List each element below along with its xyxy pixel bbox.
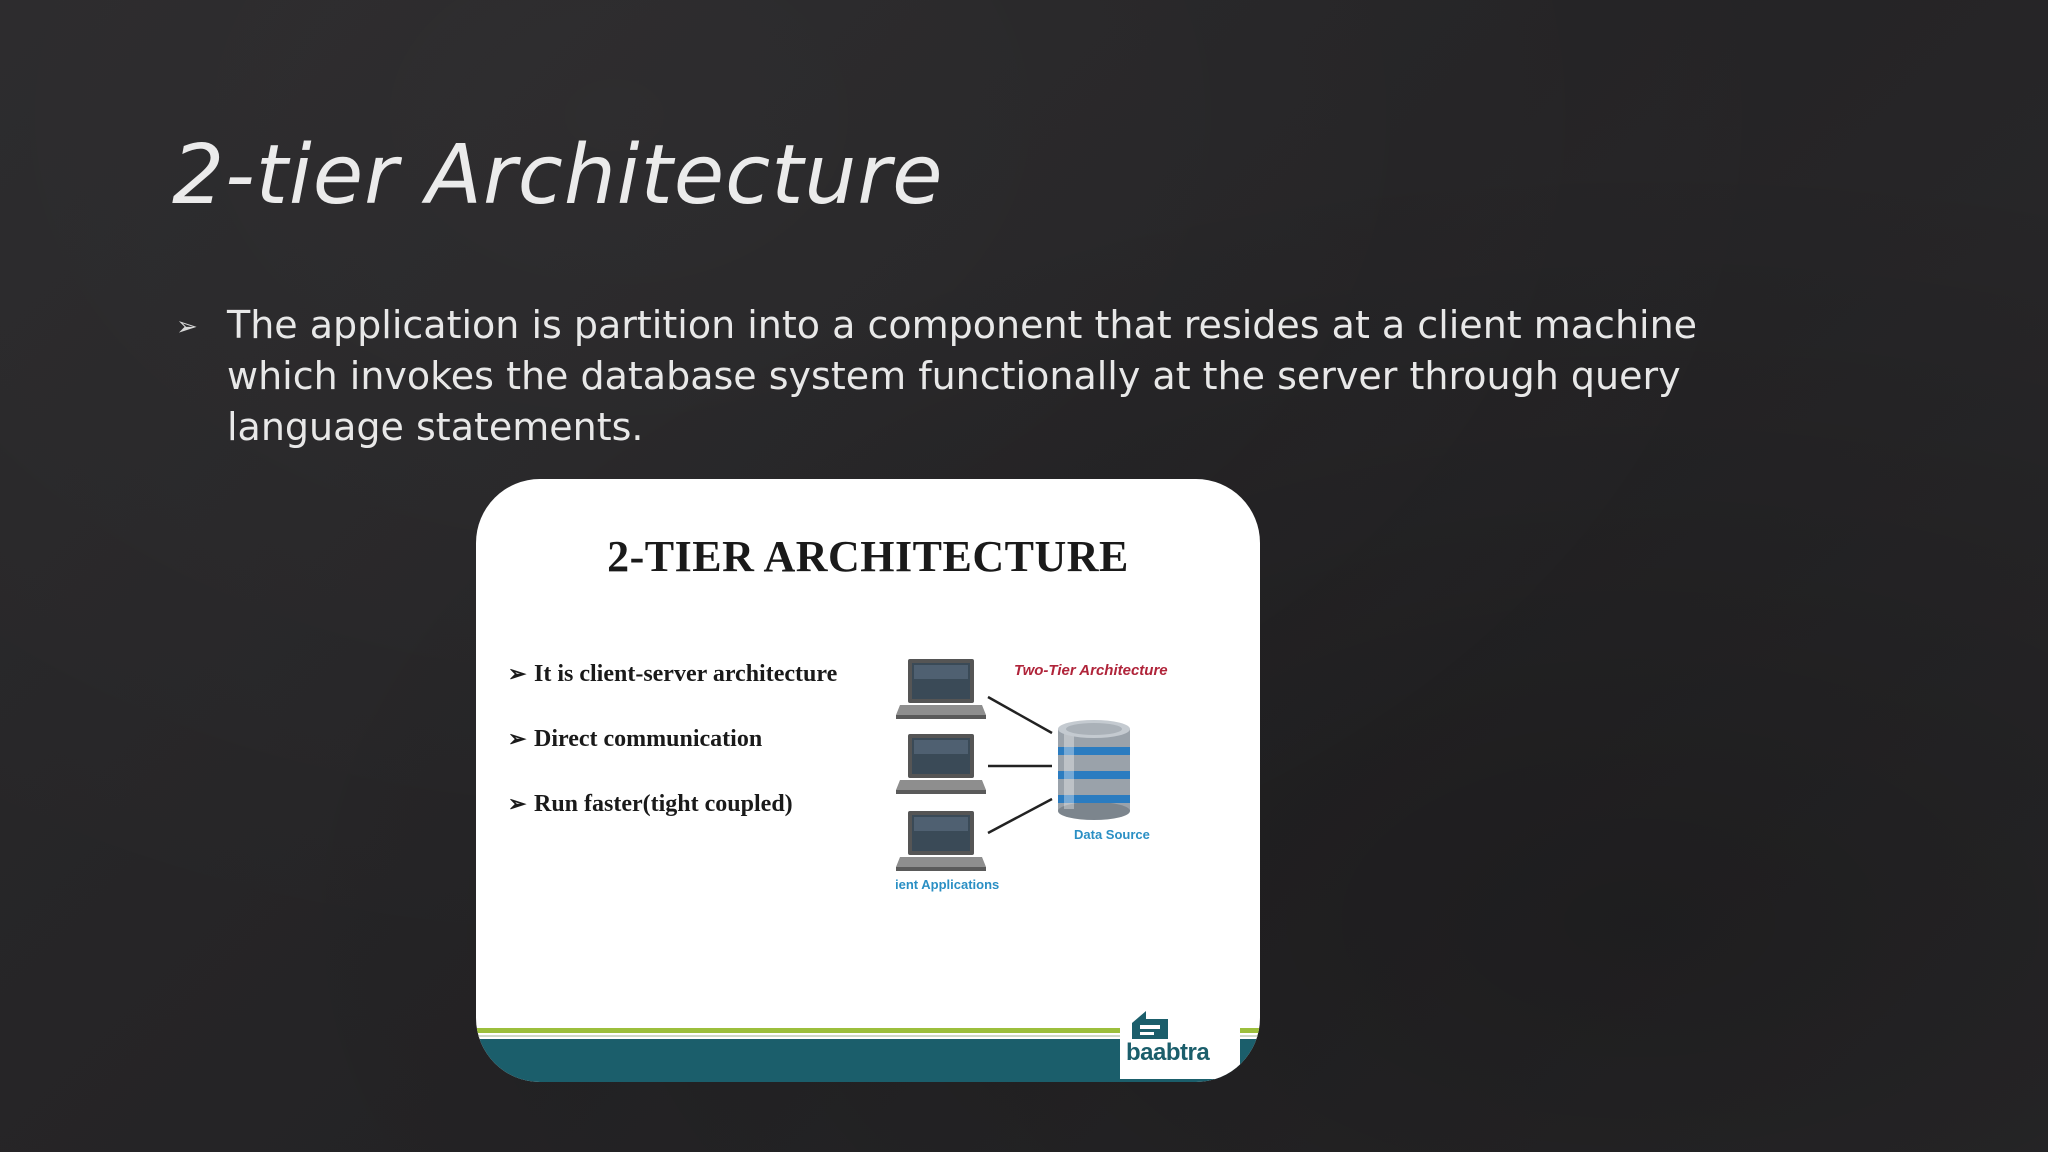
data-source-label: Data Source (1074, 827, 1150, 842)
architecture-figure: 2-TIER ARCHITECTURE ➢It is client-server… (476, 479, 1260, 1082)
bullet-text: The application is partition into a comp… (227, 303, 1698, 449)
slide-title: 2-tier Architecture (172, 128, 944, 223)
figure-point: ➢Direct communication (508, 726, 763, 752)
laptop-icon (896, 811, 986, 871)
connection-line (987, 797, 1053, 835)
baabtra-logo: baabtra (1120, 1009, 1240, 1079)
connection-line (987, 695, 1053, 735)
bullet-item: ➢ The application is partition into a co… (176, 300, 1776, 453)
database-icon (1058, 720, 1130, 820)
figure-point: ➢It is client-server architecture (508, 661, 838, 687)
diagram-title: Two-Tier Architecture (1014, 662, 1168, 679)
logo-mark-icon (1132, 1011, 1168, 1039)
laptop-icon (896, 659, 986, 719)
arrowhead-bullet-icon: ➢ (508, 726, 527, 751)
laptop-icon (896, 734, 986, 794)
figure-point: ➢Run faster(tight coupled) (508, 791, 793, 817)
arrowhead-bullet-icon: ➢ (508, 791, 527, 816)
two-tier-diagram: Two-Tier Architecture Data Source Client… (896, 659, 1168, 892)
arrowhead-bullet-icon: ➢ (508, 661, 527, 686)
logo-text: baabtra (1126, 1039, 1210, 1066)
figure-point-list: ➢It is client-server architecture ➢Direc… (508, 659, 837, 854)
figure-title: 2-TIER ARCHITECTURE (607, 532, 1129, 581)
arrowhead-bullet-icon: ➢ (176, 312, 198, 342)
footer-stripe (476, 1028, 1260, 1033)
footer-divider (476, 1035, 1260, 1037)
client-applications-label: Client Applications (896, 877, 999, 892)
